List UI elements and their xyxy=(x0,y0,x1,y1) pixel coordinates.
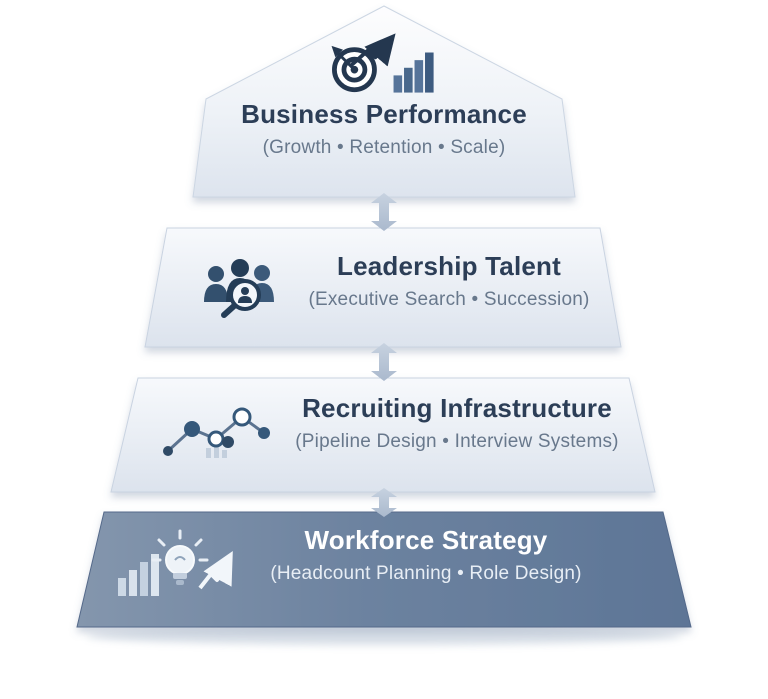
tier-shape-leadership-talent xyxy=(144,227,622,348)
tier-shape-business-performance xyxy=(192,5,576,198)
tier-shape-workforce-strategy xyxy=(76,511,692,628)
connector-arrow-middle xyxy=(371,343,397,381)
connector-arrow-top xyxy=(371,193,397,231)
ground-shadow xyxy=(86,627,682,645)
tier-shape-recruiting-infrastructure xyxy=(110,377,656,493)
connector-arrow-bottom xyxy=(371,488,397,517)
